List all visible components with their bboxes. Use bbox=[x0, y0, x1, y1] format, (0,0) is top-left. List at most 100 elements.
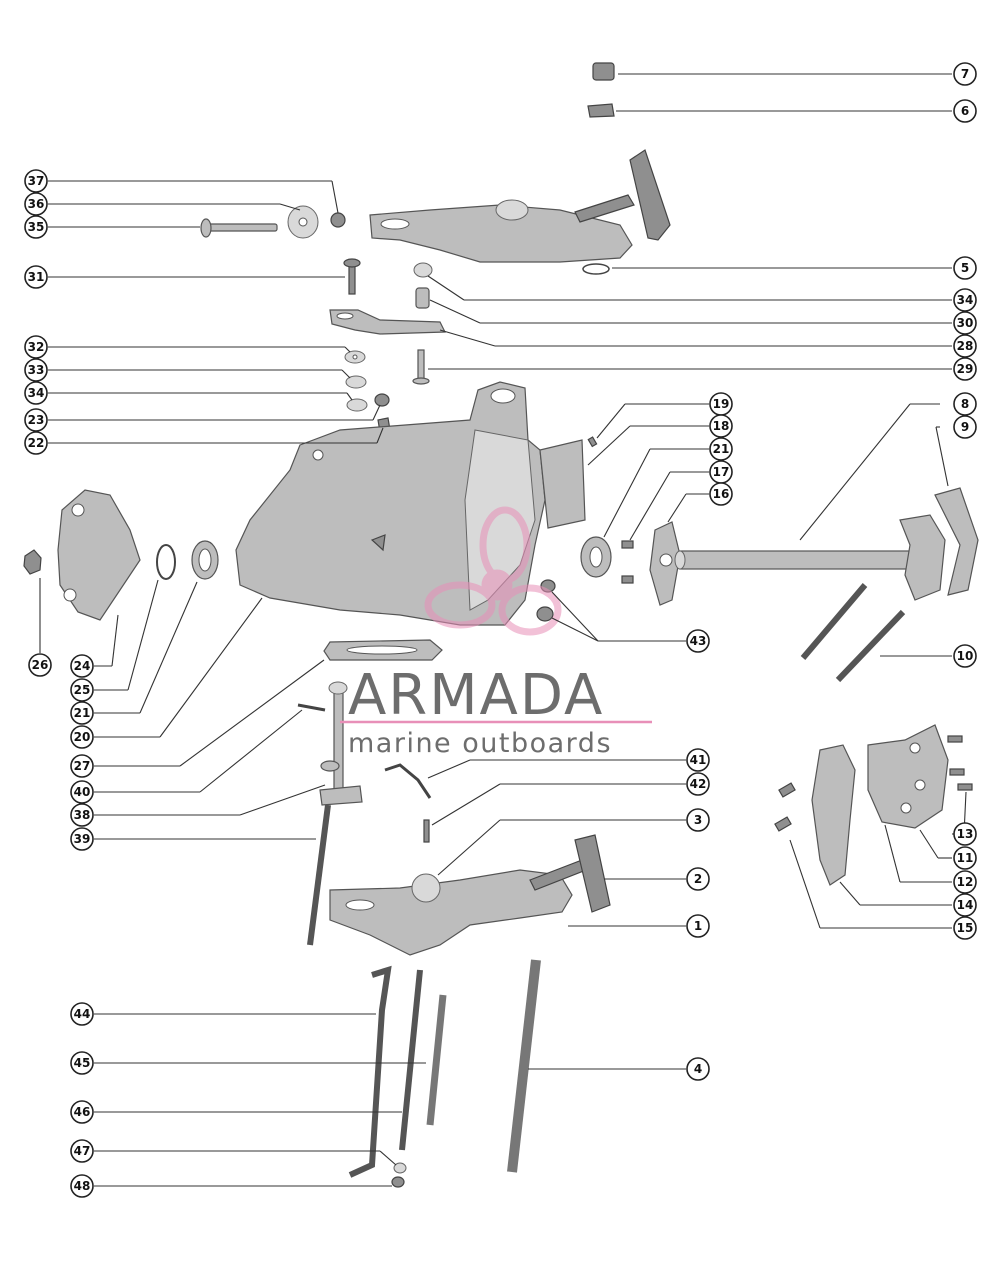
svg-text:18: 18 bbox=[713, 419, 730, 433]
part-35-bolt-head bbox=[200, 218, 212, 238]
callout-2: 2 bbox=[686, 867, 710, 891]
part-7-cap bbox=[592, 62, 615, 81]
part-21-bearing-left-bore bbox=[198, 548, 212, 572]
svg-text:1: 1 bbox=[694, 919, 702, 933]
part-45-rod bbox=[426, 994, 447, 1126]
upper-tiller-slot bbox=[380, 218, 410, 230]
part-10-bolt-a bbox=[800, 583, 868, 660]
part-8-tube bbox=[679, 550, 916, 570]
svg-text:39: 39 bbox=[74, 832, 91, 846]
part-18-tab bbox=[539, 439, 586, 529]
watermark-brand-name: ARMADA bbox=[348, 663, 604, 728]
part-41-clip bbox=[384, 763, 432, 799]
part-3-washer bbox=[411, 873, 441, 903]
svg-text:8: 8 bbox=[961, 397, 969, 411]
part-16-plate-hole bbox=[659, 553, 673, 567]
part-36-hole bbox=[298, 217, 308, 227]
callout-37: 37 bbox=[24, 169, 48, 193]
callout-16: 16 bbox=[709, 482, 733, 506]
part-31-screw bbox=[348, 263, 356, 295]
callout-22: 22 bbox=[24, 431, 48, 455]
part-10-bolt-b bbox=[835, 609, 906, 683]
callout-7: 7 bbox=[953, 62, 977, 86]
callout-38: 38 bbox=[70, 803, 94, 827]
part-19-pin bbox=[587, 436, 598, 448]
callout-46: 46 bbox=[70, 1100, 94, 1124]
callout-33: 33 bbox=[24, 358, 48, 382]
svg-text:26: 26 bbox=[32, 658, 49, 672]
part-17-screw-b bbox=[621, 575, 634, 584]
part-43-plug-b bbox=[536, 606, 554, 622]
svg-text:22: 22 bbox=[28, 436, 45, 450]
callout-35: 35 bbox=[24, 215, 48, 239]
svg-text:34: 34 bbox=[28, 386, 45, 400]
lower-tiller-arm bbox=[329, 869, 573, 956]
part-29-stud bbox=[417, 349, 425, 381]
part-24-hole-a bbox=[71, 503, 85, 517]
part-39-rod bbox=[307, 804, 331, 946]
svg-text:28: 28 bbox=[957, 339, 974, 353]
svg-text:13: 13 bbox=[957, 827, 974, 841]
callout-32: 32 bbox=[24, 335, 48, 359]
callout-9: 9 bbox=[953, 415, 977, 439]
part-33-washer bbox=[345, 375, 367, 389]
callout-11: 11 bbox=[953, 846, 977, 870]
part-23-fitting bbox=[374, 393, 390, 407]
svg-text:45: 45 bbox=[74, 1056, 91, 1070]
callout-20: 20 bbox=[70, 725, 94, 749]
part-8-tube-end bbox=[674, 550, 686, 570]
swivel-bracket-top-bore bbox=[490, 388, 516, 404]
svg-text:21: 21 bbox=[713, 442, 730, 456]
svg-text:31: 31 bbox=[28, 270, 45, 284]
part-38-shaft bbox=[333, 689, 344, 791]
callout-27: 27 bbox=[70, 754, 94, 778]
svg-text:40: 40 bbox=[74, 785, 91, 799]
part-13-screw-a bbox=[947, 735, 963, 743]
svg-text:9: 9 bbox=[961, 420, 969, 434]
callout-3: 3 bbox=[686, 808, 710, 832]
part-8-yoke bbox=[899, 514, 946, 601]
svg-text:24: 24 bbox=[74, 659, 91, 673]
svg-text:17: 17 bbox=[713, 465, 730, 479]
part-14-arm bbox=[811, 744, 856, 886]
svg-text:3: 3 bbox=[694, 813, 702, 827]
callout-1: 1 bbox=[686, 914, 710, 938]
callout-10: 10 bbox=[953, 644, 977, 668]
callout-24: 24 bbox=[70, 654, 94, 678]
armada-watermark: ARMADA marine outboards bbox=[340, 506, 652, 759]
part-4-tube bbox=[507, 959, 541, 1173]
part-32-hole bbox=[352, 354, 358, 360]
part-44-lever bbox=[348, 965, 392, 1178]
callout-31: 31 bbox=[24, 265, 48, 289]
svg-text:43: 43 bbox=[690, 634, 707, 648]
part-31-head bbox=[343, 258, 361, 268]
part-5-ring bbox=[582, 263, 610, 275]
callout-41: 41 bbox=[686, 748, 710, 772]
upper-tiller-boss bbox=[495, 199, 529, 221]
callout-6: 6 bbox=[953, 99, 977, 123]
part-15-screw-b bbox=[774, 816, 792, 832]
callout-23: 23 bbox=[24, 408, 48, 432]
svg-text:38: 38 bbox=[74, 808, 91, 822]
svg-text:14: 14 bbox=[957, 898, 974, 912]
svg-text:32: 32 bbox=[28, 340, 45, 354]
callout-25: 25 bbox=[70, 678, 94, 702]
part-15-screw-a bbox=[778, 782, 796, 798]
callout-36: 36 bbox=[24, 192, 48, 216]
svg-text:12: 12 bbox=[957, 875, 974, 889]
part-13-screw-c bbox=[957, 783, 973, 791]
part-35-bolt bbox=[206, 223, 278, 232]
part-11-hole-a bbox=[909, 742, 921, 754]
svg-text:20: 20 bbox=[74, 730, 91, 744]
svg-text:16: 16 bbox=[713, 487, 730, 501]
callout-47: 47 bbox=[70, 1139, 94, 1163]
callout-39: 39 bbox=[70, 827, 94, 851]
svg-text:5: 5 bbox=[961, 261, 969, 275]
callout-30: 30 bbox=[953, 311, 977, 335]
callout-29: 29 bbox=[953, 357, 977, 381]
svg-text:27: 27 bbox=[74, 759, 91, 773]
propeller-logo-icon bbox=[424, 506, 562, 636]
svg-text:25: 25 bbox=[74, 683, 91, 697]
svg-text:30: 30 bbox=[957, 316, 974, 330]
lower-tiller-slot bbox=[345, 899, 375, 911]
